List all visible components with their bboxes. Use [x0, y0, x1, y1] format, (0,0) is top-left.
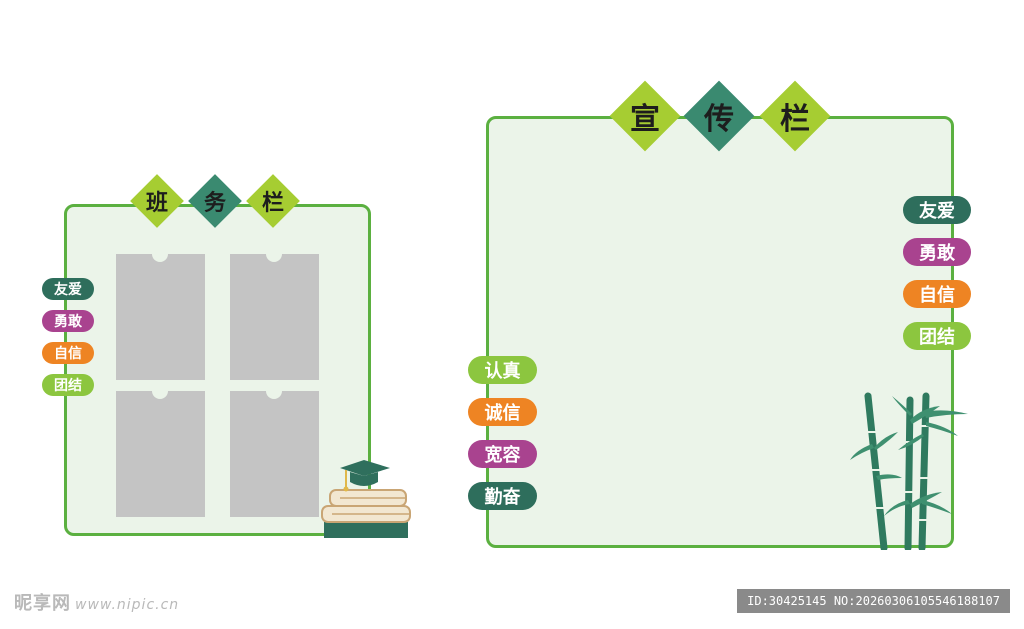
books-graduation-cap-icon: [321, 460, 411, 538]
bamboo-icon: [850, 392, 968, 550]
watermark-site-name: 昵享网: [14, 593, 71, 614]
right-tag-qinfen: 勤奋: [468, 482, 537, 510]
left-title-char-2: 务: [203, 191, 226, 216]
photo-frame-4: [230, 391, 319, 517]
photo-frame-3: [116, 391, 205, 517]
left-tag-tuanjie: 团结: [42, 374, 94, 396]
left-tag-yonggan: 勇敢: [42, 310, 94, 332]
right-title-char-1: 宣: [630, 102, 660, 137]
left-tag-zixin: 自信: [42, 342, 94, 364]
watermark-site-url: www.nipic.cn: [75, 597, 180, 613]
right-title-char-3: 栏: [780, 102, 810, 137]
watermark-id: ID:30425145 NO:20260306105546188107: [737, 589, 1010, 613]
photo-frame-2: [230, 254, 319, 380]
left-title-char-1: 班: [145, 191, 168, 216]
right-tag-chengxin: 诚信: [468, 398, 537, 426]
right-title-char-2: 传: [704, 102, 734, 137]
right-tag-yonggan: 勇敢: [903, 238, 971, 266]
right-tag-zixin: 自信: [903, 280, 971, 308]
left-title-char-3: 栏: [261, 191, 284, 216]
photo-frame-1: [116, 254, 205, 380]
left-board: [64, 204, 371, 536]
right-tag-tuanjie: 团结: [903, 322, 971, 350]
right-tag-youai: 友爱: [903, 196, 971, 224]
right-tag-kuanrong: 宽容: [468, 440, 537, 468]
right-tag-renzhen: 认真: [468, 356, 537, 384]
left-tag-youai: 友爱: [42, 278, 94, 300]
